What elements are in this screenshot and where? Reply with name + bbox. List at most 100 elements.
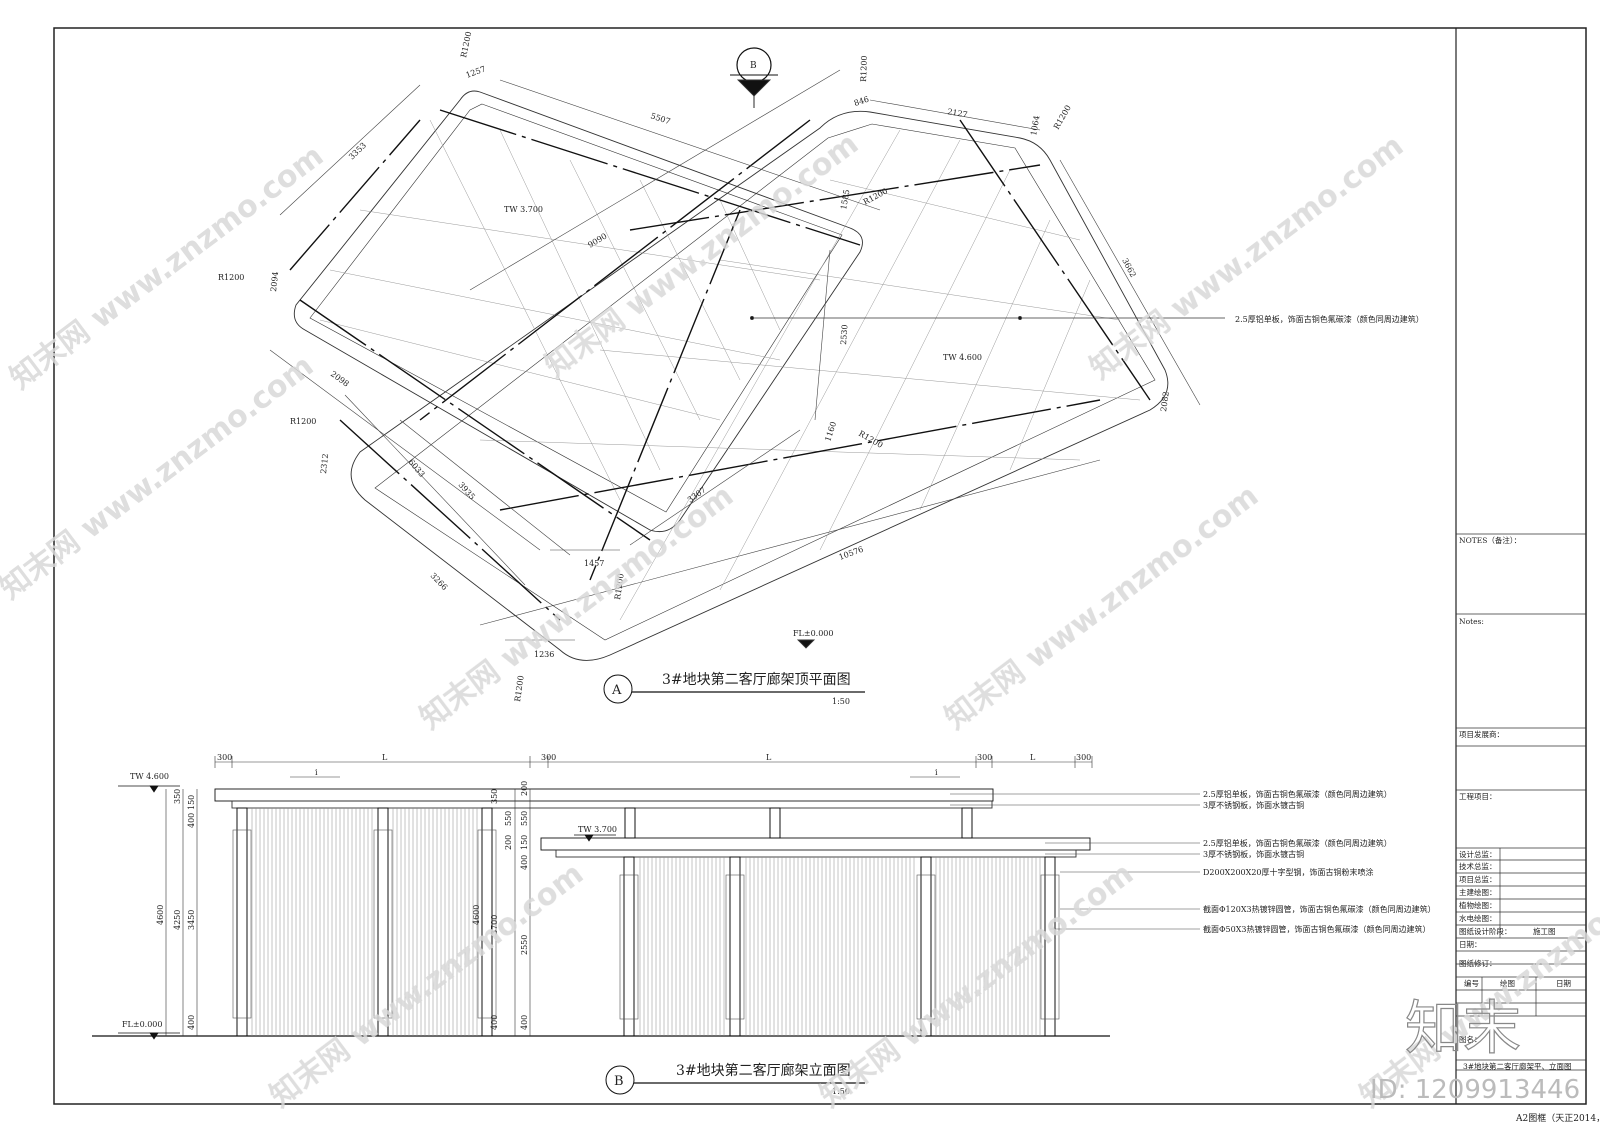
dim: 3266 <box>429 571 450 592</box>
left-dim: 3450 <box>187 910 196 930</box>
elevation-view <box>92 756 1200 1095</box>
plan-texts: A 3#地块第二客厅廊架顶平面图 1:50 B TW 3.700 TW 4.60… <box>504 61 1424 706</box>
material-note: 截面Φ50X3热镀锌圆管，饰面古铜色氟碳漆（颜色同周边建筑） <box>1203 924 1431 934</box>
mid-dim: 400 <box>520 1015 529 1030</box>
left-dim: 350 <box>173 789 182 804</box>
left-canopy-outline <box>293 90 863 533</box>
dim: R1200 <box>513 675 526 702</box>
watermark-site: 知末网 www.znzmo.com <box>1084 128 1410 386</box>
tb-row: 设计总监： <box>1459 849 1497 859</box>
high-canopy-plate <box>231 800 993 809</box>
top-dim: 300 <box>541 753 556 762</box>
elevation-marker-label: B <box>614 1074 624 1089</box>
dim: 3662 <box>1120 257 1138 279</box>
left-grid <box>319 119 821 501</box>
elevation-columns <box>236 807 1056 1037</box>
rev-header: 绘图 <box>1500 978 1515 988</box>
top-dim: 300 <box>1076 753 1091 762</box>
developer-label: 项目发展商： <box>1459 729 1504 739</box>
dim: 2094 <box>269 271 280 292</box>
rev-header: 编号 <box>1464 978 1479 988</box>
material-note: 截面Φ120X3热镀锌圆管，饰面古铜色氟碳漆（颜色同周边建筑） <box>1203 904 1436 914</box>
notes-en-label: Notes: <box>1459 617 1484 626</box>
dim: 10576 <box>838 545 865 562</box>
plan-dimension-lines <box>269 69 1201 641</box>
mid-dim: 550 <box>504 811 513 826</box>
plan-dimension-texts: R1200 1257 5507 3353 R1200 846 2127 R120… <box>218 31 1171 703</box>
watermark-site: 知末网 www.znzmo.com <box>539 126 865 384</box>
mid-dim: 2550 <box>520 935 529 955</box>
plan-note: 2.5厚铝单板，饰面古铜色氟碳漆（颜色同周边建筑） <box>1235 314 1424 324</box>
slope-mark: i <box>315 768 318 777</box>
revision-label: 图纸修订： <box>1459 958 1497 968</box>
dim: 2127 <box>947 107 969 119</box>
floor-level-marker <box>796 639 816 649</box>
sheet-footer: A2图框（天正2014，CAD2010以上版本打开） <box>1515 1112 1600 1124</box>
tb-row: 日期： <box>1459 940 1482 949</box>
level-floor: FL±0.000 <box>122 1020 162 1029</box>
top-dim: 300 <box>217 753 232 762</box>
dim: R1200 <box>218 273 244 282</box>
dim: 2312 <box>319 453 330 474</box>
mid-dim: 3700 <box>490 915 499 935</box>
dim: 2082 <box>1159 391 1171 412</box>
plan-level-right: TW 4.600 <box>943 353 982 362</box>
tb-row: 项目总监： <box>1459 874 1497 884</box>
material-note: 2.5厚铝单板，饰面古铜色氟碳漆（颜色同周边建筑） <box>1203 838 1392 848</box>
material-note: 3厚不锈钢板，饰面水镀古铜 <box>1203 800 1304 810</box>
high-canopy-slab <box>214 788 994 802</box>
dim: 3935 <box>457 480 477 501</box>
rev-header: 日期 <box>1556 979 1571 988</box>
dim: 6033 <box>406 458 426 479</box>
mid-dim: 200 <box>504 835 513 850</box>
slope-mark: i <box>935 768 938 777</box>
stage-value: 施工图 <box>1533 926 1556 936</box>
dim: 2530 <box>839 324 849 345</box>
low-canopy-plate <box>555 849 1077 858</box>
mid-dim: 400 <box>520 855 529 870</box>
dim: R1200 <box>459 31 473 59</box>
dim: R1200 <box>1052 104 1073 131</box>
title-block-texts: NOTES（备注）： Notes: 项目发展商： 工程项目： 设计总监： 技术总… <box>1459 535 1572 1071</box>
dim: R1200 <box>613 573 626 600</box>
elevation-slat-screens <box>251 808 1041 1036</box>
top-dim: L <box>1030 753 1036 762</box>
dim: R1200 <box>290 417 316 426</box>
mid-dim: 4600 <box>472 905 481 925</box>
low-canopy-slab <box>540 837 1091 851</box>
dim: R1200 <box>859 55 869 82</box>
left-dim: 400 <box>187 1015 196 1030</box>
mid-dim: 200 <box>520 781 529 796</box>
top-dim: L <box>382 753 388 762</box>
dim: R1200 <box>857 429 884 450</box>
right-grid <box>479 129 1141 621</box>
tb-row: 植物绘图： <box>1459 900 1497 910</box>
material-note: 2.5厚铝单板，饰面古铜色氟碳漆（颜色同周边建筑） <box>1203 789 1392 799</box>
notes-cn-label: NOTES（备注）： <box>1459 535 1521 545</box>
material-note: 3厚不锈钢板，饰面水镀古铜 <box>1203 849 1304 859</box>
dim: 2098 <box>329 369 351 388</box>
elevation-title-marker <box>605 1065 865 1095</box>
drawing-name: 3#地块第二客厅廊架平、立面图 <box>1463 1061 1572 1071</box>
tb-row: 技术总监： <box>1459 861 1497 871</box>
mid-dim: 400 <box>490 1015 499 1030</box>
left-dim: 4250 <box>173 910 182 930</box>
dim: 1257 <box>465 64 487 79</box>
elevation-scale: 1:50 <box>832 1087 850 1096</box>
mid-dim: 350 <box>490 789 499 804</box>
mid-dim: 550 <box>520 811 529 826</box>
tb-row: 主建绘图： <box>1459 887 1497 897</box>
dim: 1585 <box>839 189 851 211</box>
dim: 5507 <box>649 111 671 126</box>
watermark-logo: 知末 <box>1405 994 1521 1062</box>
plan-title: 3#地块第二客厅廊架顶平面图 <box>662 671 851 688</box>
dim: 1160 <box>823 420 838 442</box>
section-marker-b <box>730 47 778 108</box>
elevation-leaders <box>950 793 1200 930</box>
plan-title-marker <box>603 674 865 704</box>
elevation-title: 3#地块第二客厅廊架立面图 <box>676 1062 851 1079</box>
plan-view <box>269 47 1225 704</box>
left-dim: 150 <box>187 795 196 810</box>
top-dim: 300 <box>977 753 992 762</box>
level-top: TW 4.600 <box>130 772 169 781</box>
